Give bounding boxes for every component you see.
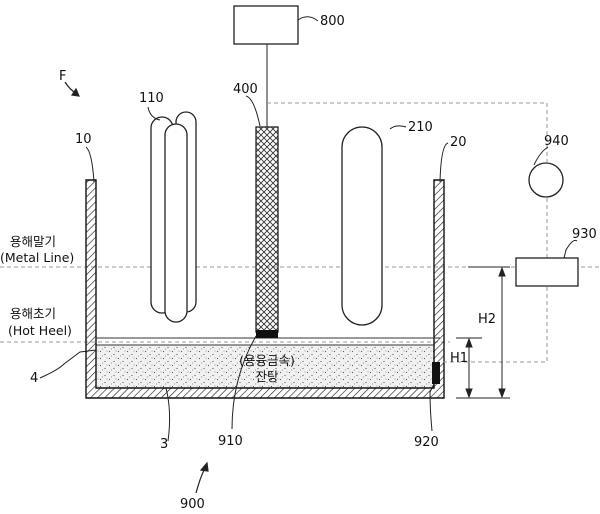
hot-heel-label-en: (Hot Heel): [8, 323, 72, 338]
label-10: 10: [75, 132, 92, 147]
scrap-charge-110: [150, 111, 197, 323]
label-800: 800: [320, 14, 345, 29]
bath-label-line2: 잔탕: [255, 369, 279, 384]
hot-heel-label-ko: 용해초기: [10, 306, 56, 321]
controller-800: [233, 5, 299, 45]
label-f: F: [59, 69, 66, 84]
label-930: 930: [572, 227, 597, 242]
signal-line: [267, 102, 548, 162]
scrap-charge-210: [341, 126, 383, 326]
sensor-910: [256, 330, 278, 338]
molten-metal-texture: [96, 345, 434, 388]
label-110: 110: [139, 91, 164, 106]
label-20: 20: [450, 135, 467, 150]
leader-lines: [39, 16, 578, 442]
label-900: 900: [180, 497, 205, 512]
label-3: 3: [160, 437, 168, 452]
label-210: 210: [408, 120, 433, 135]
label-4: 4: [30, 371, 38, 386]
label-910: 910: [218, 434, 243, 449]
device-930: [515, 257, 579, 287]
height-dimensions: [456, 266, 510, 399]
metal-line-label-ko: 용해말기: [10, 234, 56, 249]
metal-line-label-en: (Metal Line): [0, 250, 74, 265]
signal-line: [440, 287, 548, 363]
furnace-vessel: [85, 179, 445, 399]
label-h2: H2: [478, 312, 496, 327]
arrow-f: [64, 81, 80, 97]
arrow-900: [195, 461, 209, 494]
sensor-920: [432, 362, 440, 384]
device-940: [528, 162, 564, 198]
bath-label-line1: (용융금속): [239, 353, 295, 368]
label-940: 940: [544, 134, 569, 149]
label-400: 400: [233, 82, 258, 97]
label-920: 920: [414, 435, 439, 450]
electrode-400: [255, 126, 279, 333]
label-h1: H1: [450, 351, 468, 366]
